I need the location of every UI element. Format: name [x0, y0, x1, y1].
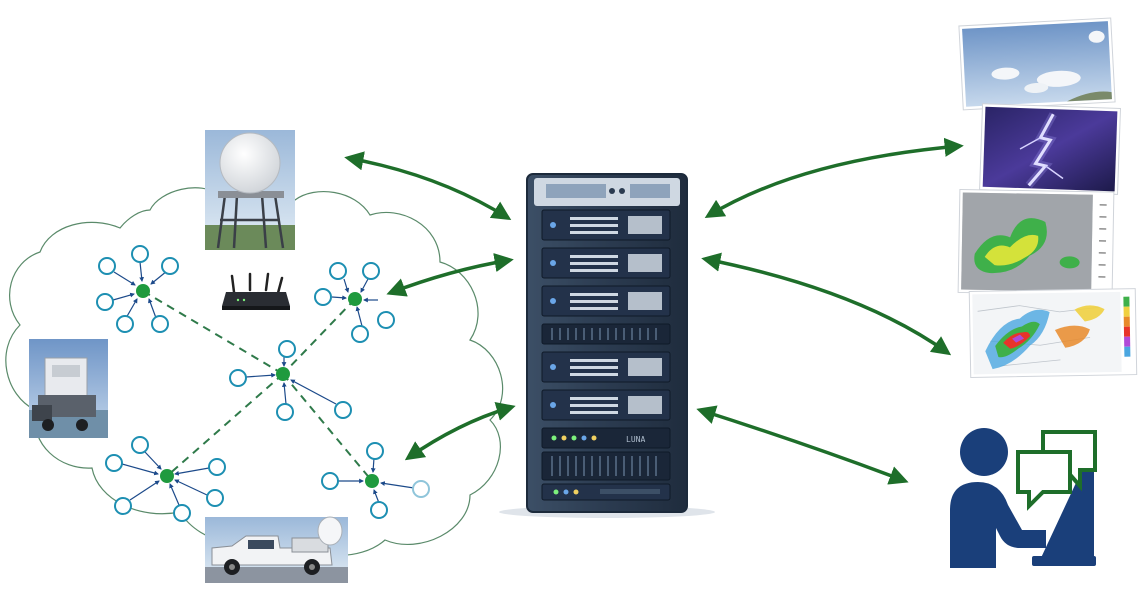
sensor-node [151, 315, 169, 333]
mesh-links [142, 290, 373, 482]
sensor-node [114, 497, 132, 515]
mesh-cluster-top-left [96, 245, 179, 333]
hub-node [276, 367, 290, 381]
sensor-node [351, 325, 369, 343]
sensor-node [98, 257, 116, 275]
sensor-node [116, 315, 134, 333]
sensor-node [412, 480, 430, 498]
lightning-photo-icon [979, 103, 1122, 195]
sensor-node [334, 401, 352, 419]
radome-tower-photo-icon [205, 130, 295, 250]
mesh-link [166, 373, 284, 477]
arrow-server-products-bottom [701, 252, 952, 356]
data-flow-arrows [344, 137, 964, 485]
sensor-node [321, 472, 339, 490]
sensor-node [329, 262, 347, 280]
sensor-node [131, 245, 149, 263]
hub-node [348, 292, 362, 306]
radar-pickup-truck-photo-icon [205, 516, 348, 583]
server-units: LUNA [541, 209, 671, 501]
arrow-server-products-top [704, 137, 964, 219]
sensor-node [105, 454, 123, 472]
sensor-node [370, 501, 388, 519]
mesh-cluster-bottom-right [321, 442, 430, 519]
sensor-node [377, 311, 395, 329]
precipitation-map-icon [968, 288, 1138, 378]
sensor-node [362, 262, 380, 280]
mesh-cluster-top-right [314, 262, 395, 343]
sensor-node [161, 257, 179, 275]
arrow-radome-server [344, 151, 512, 221]
sensor-node [366, 442, 384, 460]
sensor-node [206, 489, 224, 507]
mesh-cluster-bottom-left [105, 436, 226, 522]
user-at-computer-icon [950, 428, 1096, 568]
hub-node [136, 284, 150, 298]
arrow-server-user [696, 405, 909, 485]
mesh-cluster-center [229, 340, 352, 421]
sensor-node [276, 403, 294, 421]
sensor-node [229, 369, 247, 387]
hub-node [160, 469, 174, 483]
arrow-network-server [386, 253, 514, 297]
sky-clouds-photo-icon [958, 17, 1116, 111]
sensor-node [173, 504, 191, 522]
mesh-link [282, 373, 373, 482]
mesh-link [282, 298, 356, 375]
server-label: LUNA [626, 435, 645, 444]
sensor-node [278, 340, 296, 358]
wireless-router-icon [222, 272, 290, 310]
sensor-node [208, 458, 226, 476]
hub-node [365, 474, 379, 488]
sensor-node [131, 436, 149, 454]
sensor-node [314, 288, 332, 306]
chat-bubbles-icon [1016, 430, 1097, 511]
server-rack-icon: LUNA [499, 173, 715, 518]
mobile-radar-truck-photo-icon [29, 339, 108, 438]
arrow-network-bottom-server [404, 402, 516, 461]
weather-radar-map-icon [957, 188, 1115, 296]
sensor-node [96, 293, 114, 311]
